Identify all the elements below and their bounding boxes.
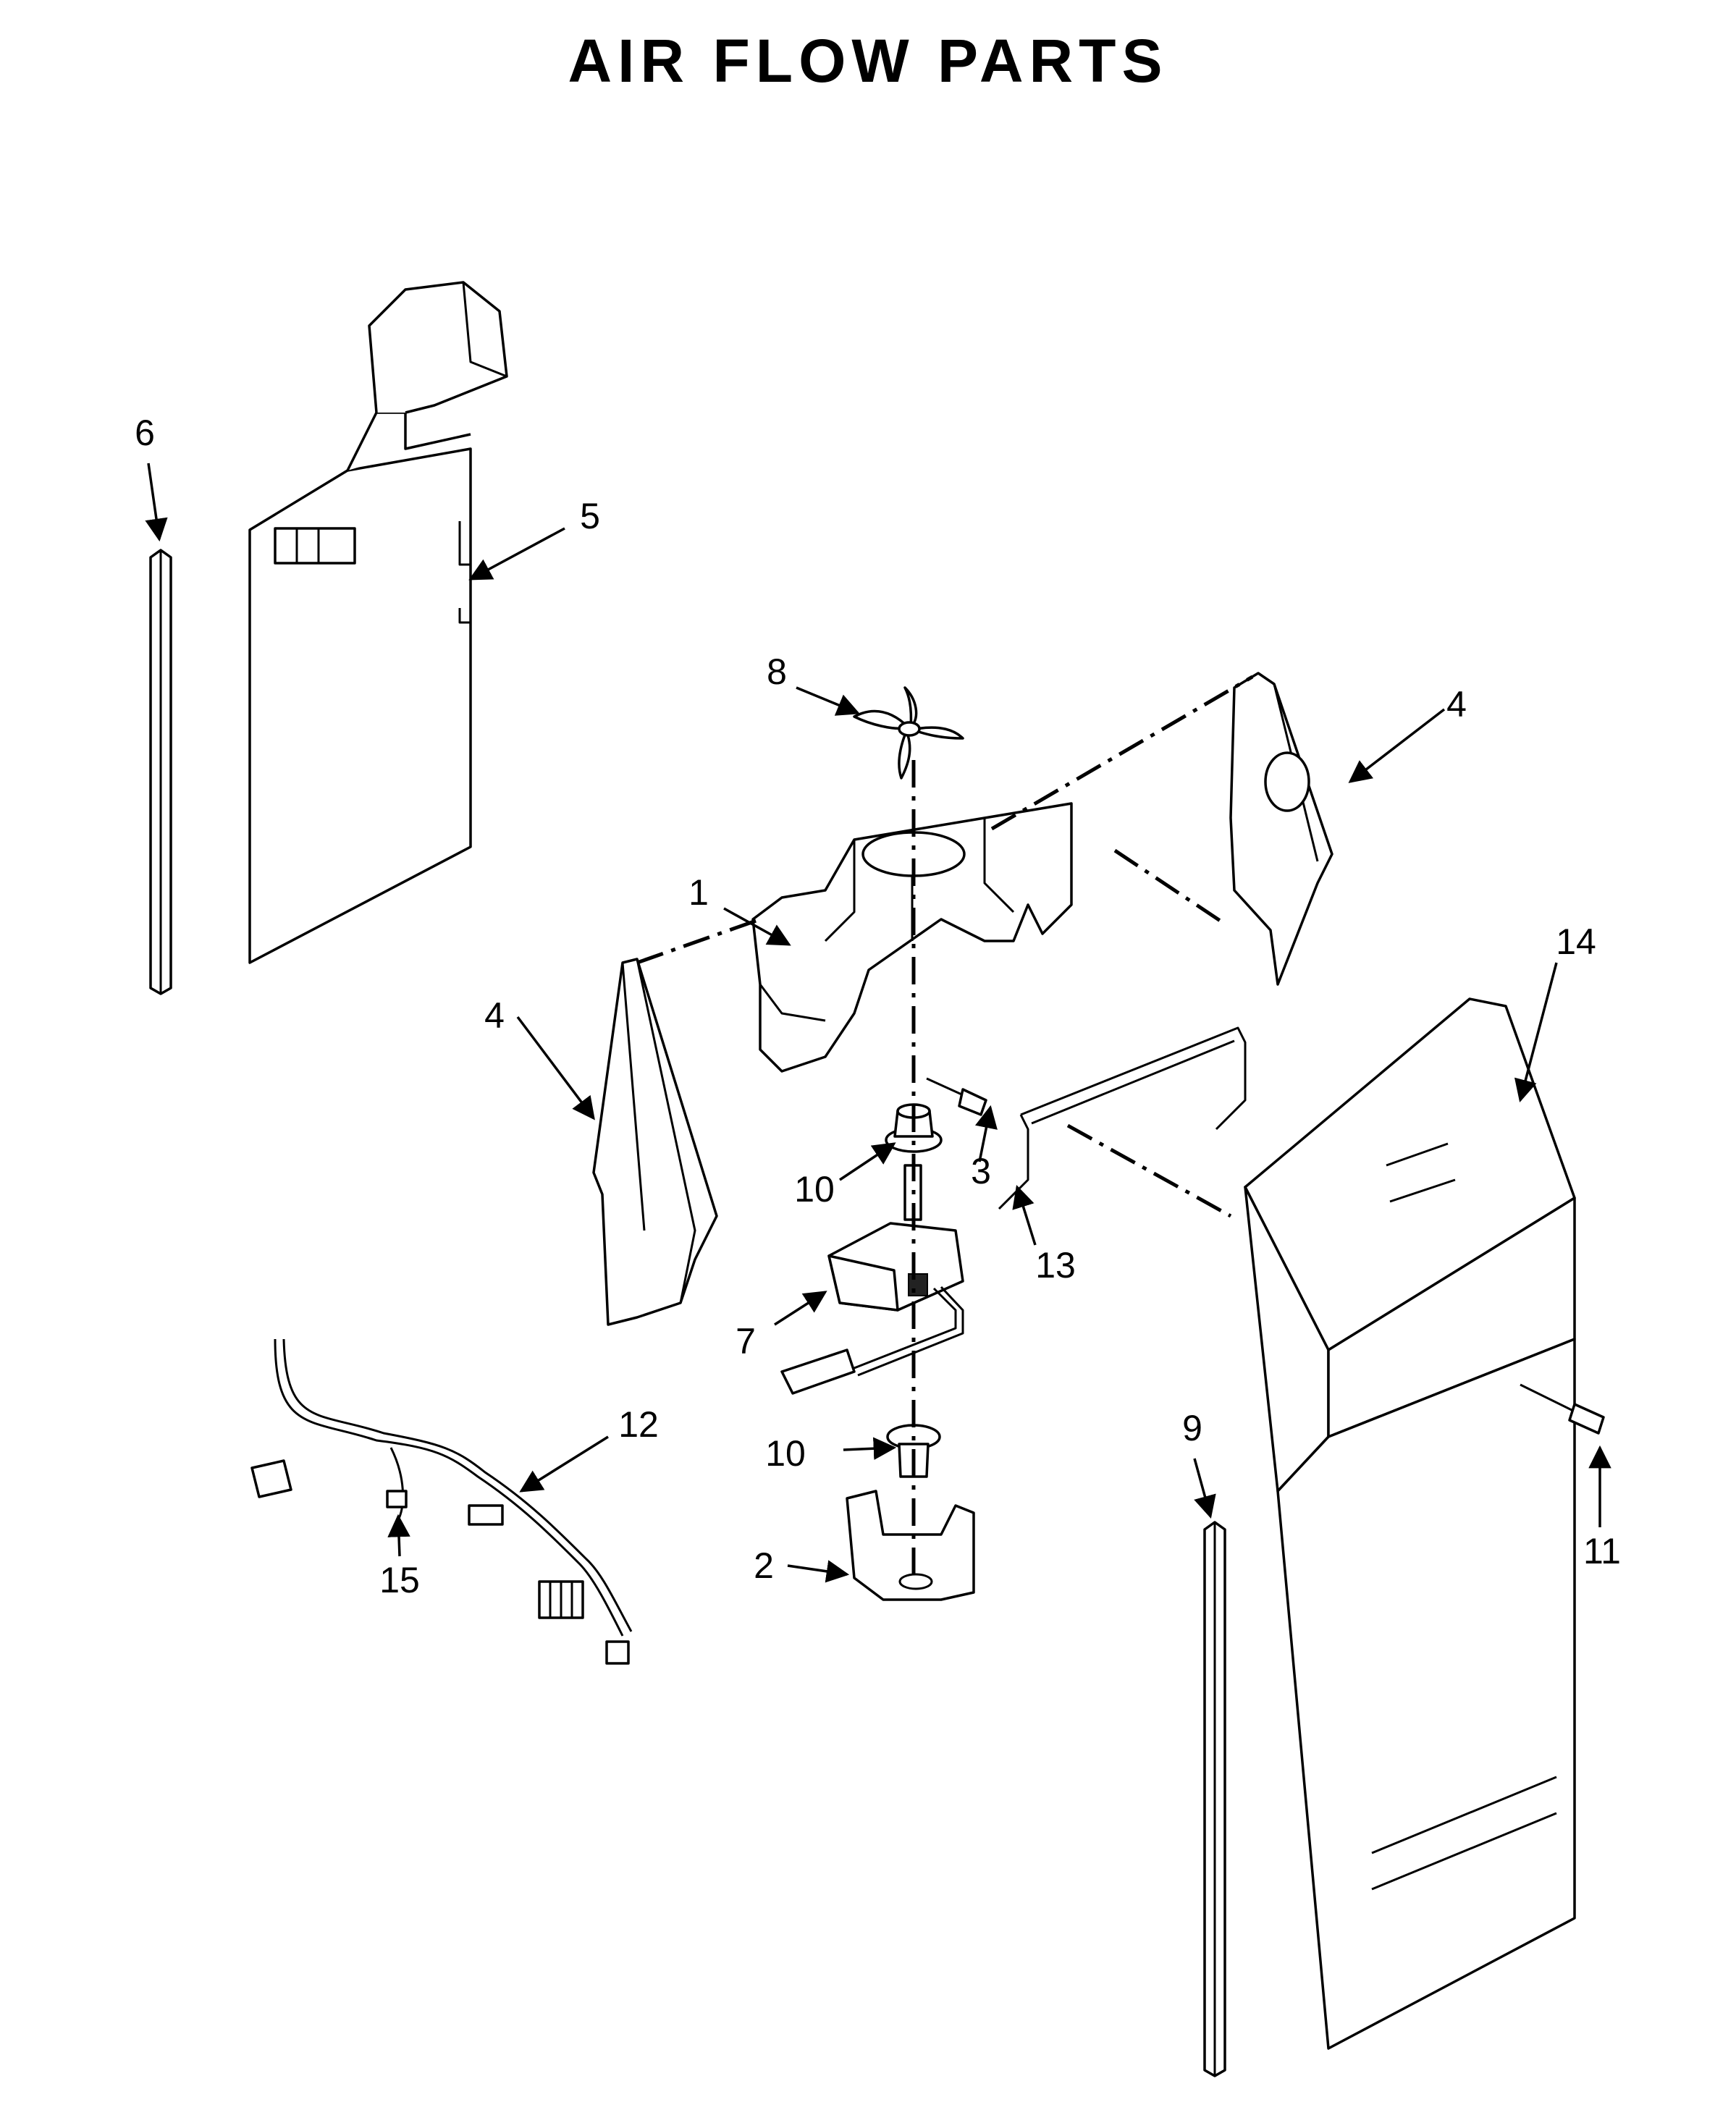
callout-3: 3 [971, 1151, 991, 1191]
part-7-fan-motor [780, 1164, 964, 1395]
callout-2: 2 [754, 1545, 774, 1586]
part-6-gasket-strip [149, 549, 172, 995]
part-11-screw [1520, 1383, 1605, 1435]
assembly-lines [636, 675, 1254, 1574]
callout-12: 12 [618, 1404, 659, 1445]
callout-10-upper: 10 [794, 1169, 835, 1210]
part-13-wire-bracket [998, 1026, 1247, 1210]
callout-5: 5 [580, 496, 600, 536]
callout-11: 11 [1583, 1531, 1621, 1571]
part-4-baffle-left [592, 958, 718, 1326]
part-3-screw [926, 1077, 987, 1116]
part-2-motor-bracket [846, 1490, 975, 1601]
callout-1: 1 [688, 872, 709, 913]
callout-9: 9 [1182, 1408, 1202, 1448]
part-5-air-duct-panel [248, 281, 508, 964]
callout-6: 6 [135, 413, 155, 453]
part-1-fan-shroud [751, 802, 1073, 1073]
part-10-grommet-upper [885, 1103, 943, 1153]
callout-4-left: 4 [484, 995, 505, 1036]
part-12-wire-harness [250, 1338, 633, 1665]
callout-labels: 6 5 8 4 1 4 14 3 10 13 7 12 10 2 15 9 11 [135, 413, 1621, 1600]
callout-13: 13 [1035, 1245, 1076, 1286]
callout-7: 7 [736, 1321, 756, 1362]
part-4-baffle-right [1229, 672, 1333, 986]
part-9-gasket-strip [1203, 1521, 1226, 2077]
callout-14: 14 [1556, 921, 1596, 962]
callout-10-lower: 10 [765, 1433, 806, 1474]
callout-8: 8 [767, 651, 787, 692]
diagram-title: AIR FLOW PARTS [568, 27, 1168, 95]
part-14-evaporator-cover [1244, 997, 1576, 2050]
callout-15: 15 [379, 1560, 420, 1600]
leader-arrows [145, 463, 1611, 1583]
callout-4-right: 4 [1446, 684, 1467, 725]
part-8-fan-blade [853, 686, 964, 780]
